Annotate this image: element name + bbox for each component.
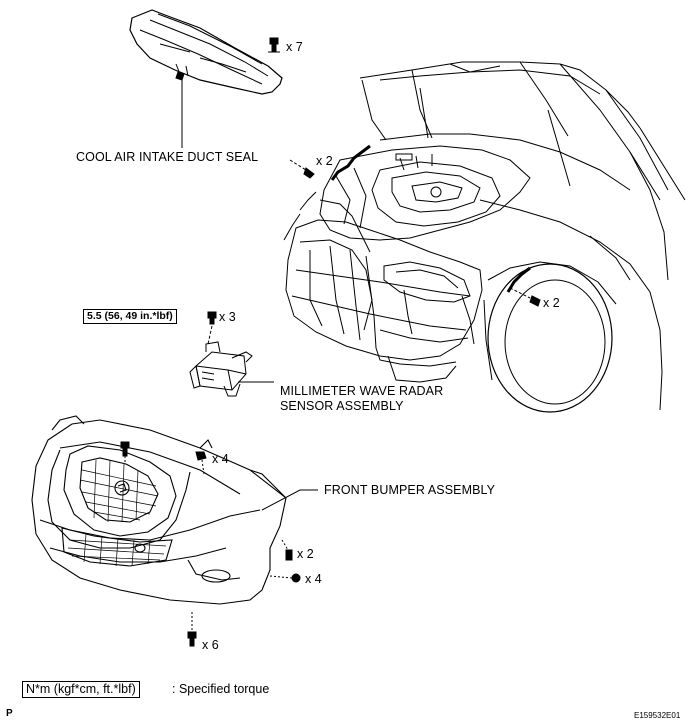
bumper-side-screw-count: x 2 [297, 547, 314, 561]
millimeter-wave-radar-label-line2: SENSOR ASSEMBLY [280, 399, 404, 413]
millimeter-wave-radar-part [189, 341, 253, 397]
torque-unit-legend-box: N*m (kgf*cm, ft.*lbf) [22, 681, 140, 698]
bumper-bottom-clip-icon [187, 612, 197, 647]
bumper-top-right-clip-icon [195, 451, 207, 475]
bumper-leader [261, 489, 318, 511]
hood-screw-count: x 2 [316, 154, 333, 168]
bumper-side-clip-count: x 4 [305, 572, 322, 586]
radar-bolt-count: x 3 [219, 310, 236, 324]
cool-air-intake-duct-seal-part [129, 9, 283, 95]
cool-air-intake-duct-seal-label: COOL AIR INTAKE DUCT SEAL [76, 150, 259, 164]
front-bumper-assembly-label: FRONT BUMPER ASSEMBLY [324, 483, 496, 497]
fender-screw-icon [509, 287, 541, 307]
page-marker: P [6, 708, 13, 719]
figure-id: E159532E01 [634, 711, 681, 720]
bumper-side-screw-icon [281, 539, 293, 561]
vehicle-front-body [283, 61, 686, 413]
duct-seal-clip-count: x 7 [286, 40, 303, 54]
bumper-top-clip-icon [120, 441, 130, 464]
hood-screw-icon [289, 159, 315, 179]
front-bumper-assembly-part [31, 415, 287, 605]
radar-bolt-leader [207, 325, 213, 345]
bumper-side-clip-icon [269, 573, 301, 583]
radar-bolt-icon [207, 311, 217, 325]
radar-torque-spec-box: 5.5 (56, 49 in.*lbf) [83, 309, 177, 324]
fender-screw-count: x 2 [543, 296, 560, 310]
bumper-top-clip-count: x 4 [212, 452, 229, 466]
millimeter-wave-radar-label-line1: MILLIMETER WAVE RADAR [280, 384, 444, 398]
duct-clip-icon [268, 37, 280, 53]
bumper-bottom-clip-count: x 6 [202, 638, 219, 652]
torque-legend-description: : Specified torque [172, 682, 270, 696]
